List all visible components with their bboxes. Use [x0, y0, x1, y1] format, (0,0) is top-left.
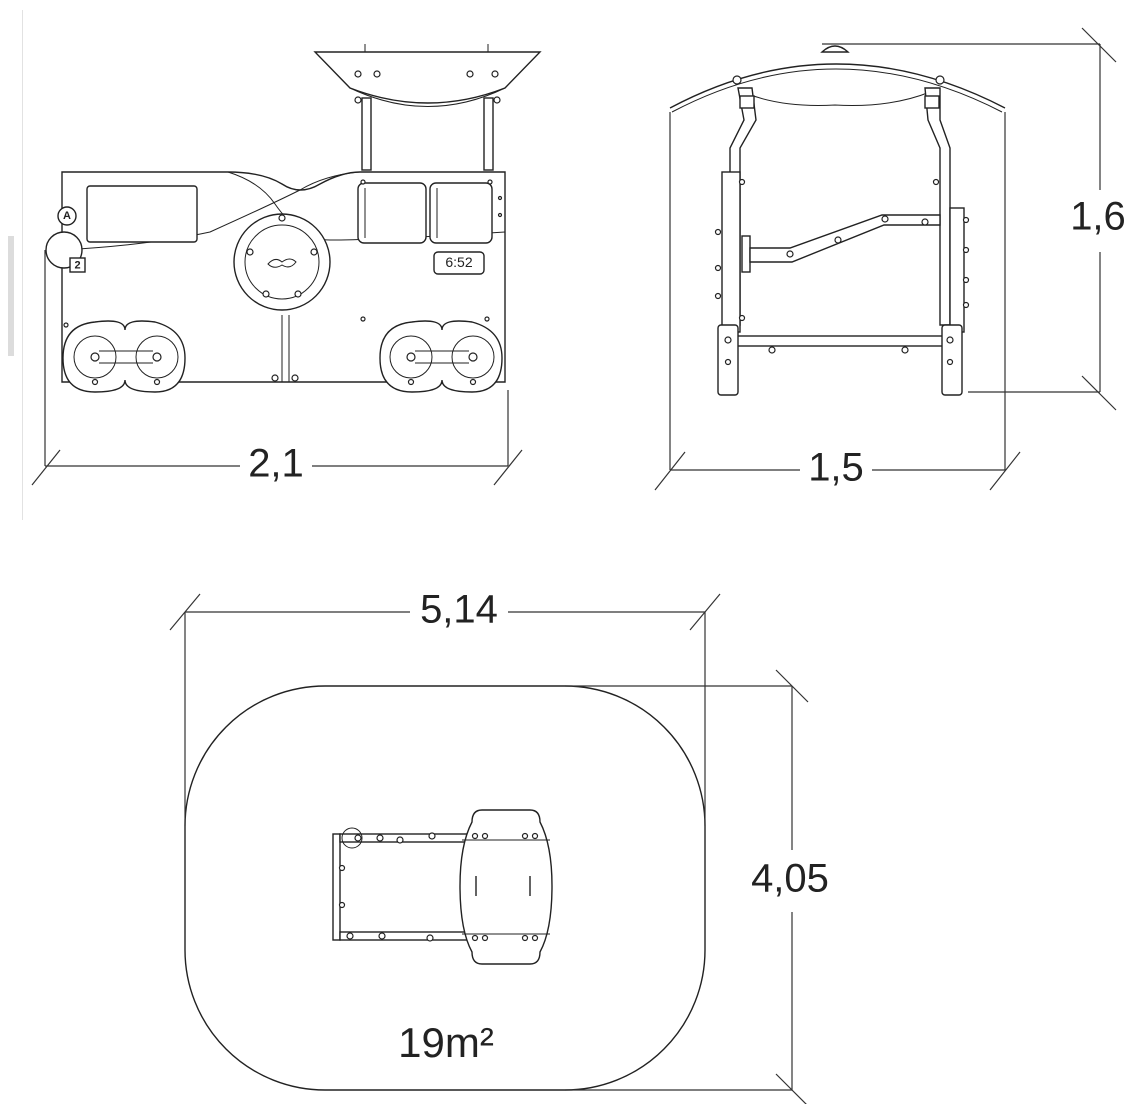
- front-clock-sign: 6:52: [433, 251, 485, 275]
- plan-view: 5,14 4,05 19m²: [169, 588, 829, 1104]
- side-height-dimension: 1,6: [822, 27, 1125, 411]
- plan-area-label: 19m²: [398, 1019, 494, 1066]
- side-roof: [669, 45, 1006, 113]
- plan-width-label: 5,14: [420, 588, 498, 632]
- front-width-dimension: 2,1: [31, 250, 523, 486]
- side-height-label: 1,6: [1070, 195, 1125, 239]
- side-frame: [714, 87, 970, 333]
- side-width-label: 1,5: [808, 446, 864, 490]
- front-canopy: [313, 44, 542, 107]
- front-clock-label: 6:52: [445, 254, 472, 270]
- front-canopy-posts: [361, 97, 494, 171]
- front-headlamp: A 2: [45, 206, 86, 273]
- side-steering-arm: [741, 214, 941, 273]
- plan-depth-label: 4,05: [751, 857, 829, 901]
- plan-depth-dimension: 4,05: [565, 669, 829, 1104]
- plan-width-dimension: 5,14: [169, 588, 721, 826]
- plan-equipment: [332, 809, 553, 965]
- front-letter-label: A: [63, 210, 71, 222]
- page-margin-line: [22, 10, 23, 520]
- front-view: A 2 6:52: [31, 44, 542, 486]
- side-axle: [717, 324, 963, 396]
- front-number-label: 2: [74, 259, 80, 271]
- side-view: 1,5 1,6: [654, 27, 1125, 491]
- front-porthole: [233, 213, 331, 311]
- front-width-label: 2,1: [248, 442, 304, 486]
- side-width-dimension: 1,5: [654, 112, 1021, 491]
- page-margin-marker: [8, 236, 14, 356]
- front-wheels-right: [379, 320, 503, 393]
- front-wheels-left: [62, 320, 186, 393]
